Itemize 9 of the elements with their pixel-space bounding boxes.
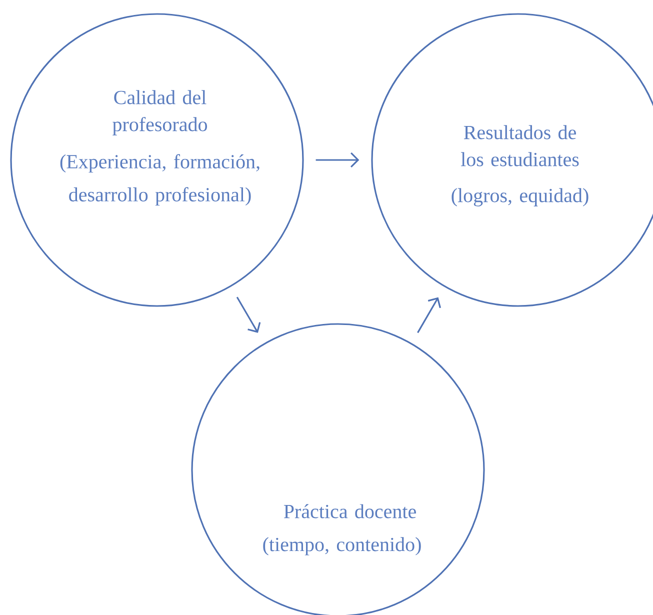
circle-subtitle: (logros, equidad) xyxy=(452,188,588,206)
arrow xyxy=(417,297,441,334)
circle-heading: Práctica docente xyxy=(284,504,416,518)
circle-subtitle: (Experiencia, formación, desarrollo profesional) xyxy=(60,154,260,206)
circle-subtitle: (tiempo, contenido) xyxy=(263,537,421,556)
arrow xyxy=(316,152,360,168)
arrow xyxy=(236,296,261,333)
circle-heading: Resultados de los estudiantes xyxy=(460,125,579,166)
circle-heading: Calidad del profesorado xyxy=(112,90,207,136)
